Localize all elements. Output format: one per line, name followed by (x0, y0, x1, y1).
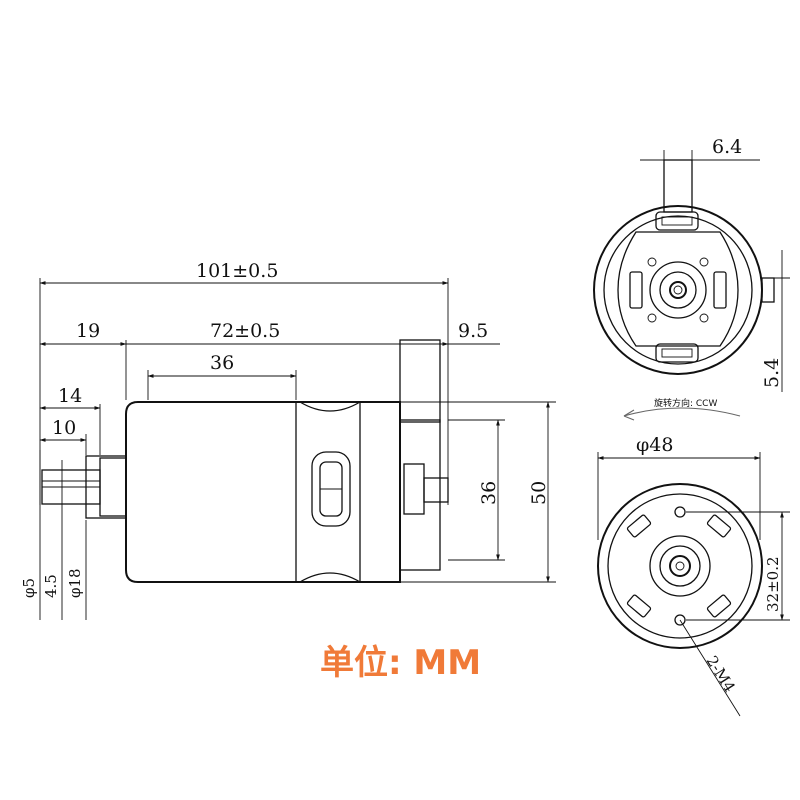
extension-lines (39, 278, 449, 505)
dim-shaft-dia: φ5 (20, 578, 38, 598)
dim-boss-10: 10 (52, 417, 76, 439)
rotation-arrow (623, 407, 741, 417)
dim-boss-14: 14 (58, 385, 82, 407)
dim-body-front: 36 (210, 352, 234, 374)
leader-holes (679, 619, 741, 717)
front-view: 旋转方向: CCW φ48 32±0.2 2-M4 (597, 397, 790, 717)
dim-hole-spacing: 32±0.2 (764, 556, 782, 612)
dim-shaft-length: 19 (76, 320, 100, 342)
shaft (41, 469, 101, 505)
dim-height-50: 50 (528, 481, 550, 505)
rear-cap (399, 339, 449, 571)
dim-rear-length: 9.5 (458, 320, 488, 342)
rotation-label: 旋转方向: CCW (654, 397, 717, 409)
side-view: 101±0.5 19 72±0.5 9.5 36 14 10 36 50 φ5 … (20, 260, 556, 620)
motor-body (125, 401, 401, 583)
unit-label: 单位: MM (320, 643, 481, 683)
dim-total-length: 101±0.5 (196, 260, 278, 282)
rear-view: 6.4 5.4 (593, 136, 790, 392)
dim-terminal-width: 6.4 (712, 136, 742, 158)
dim-diameter: φ48 (636, 434, 673, 456)
dim-holes: 2-M4 (703, 653, 739, 696)
dim-flat: 4.5 (42, 574, 60, 598)
dim-terminal-offset: 5.4 (761, 358, 783, 388)
dim-height-36: 36 (478, 481, 500, 505)
dim-body-length: 72±0.5 (210, 320, 280, 342)
dim-boss-dia: φ18 (66, 568, 84, 598)
